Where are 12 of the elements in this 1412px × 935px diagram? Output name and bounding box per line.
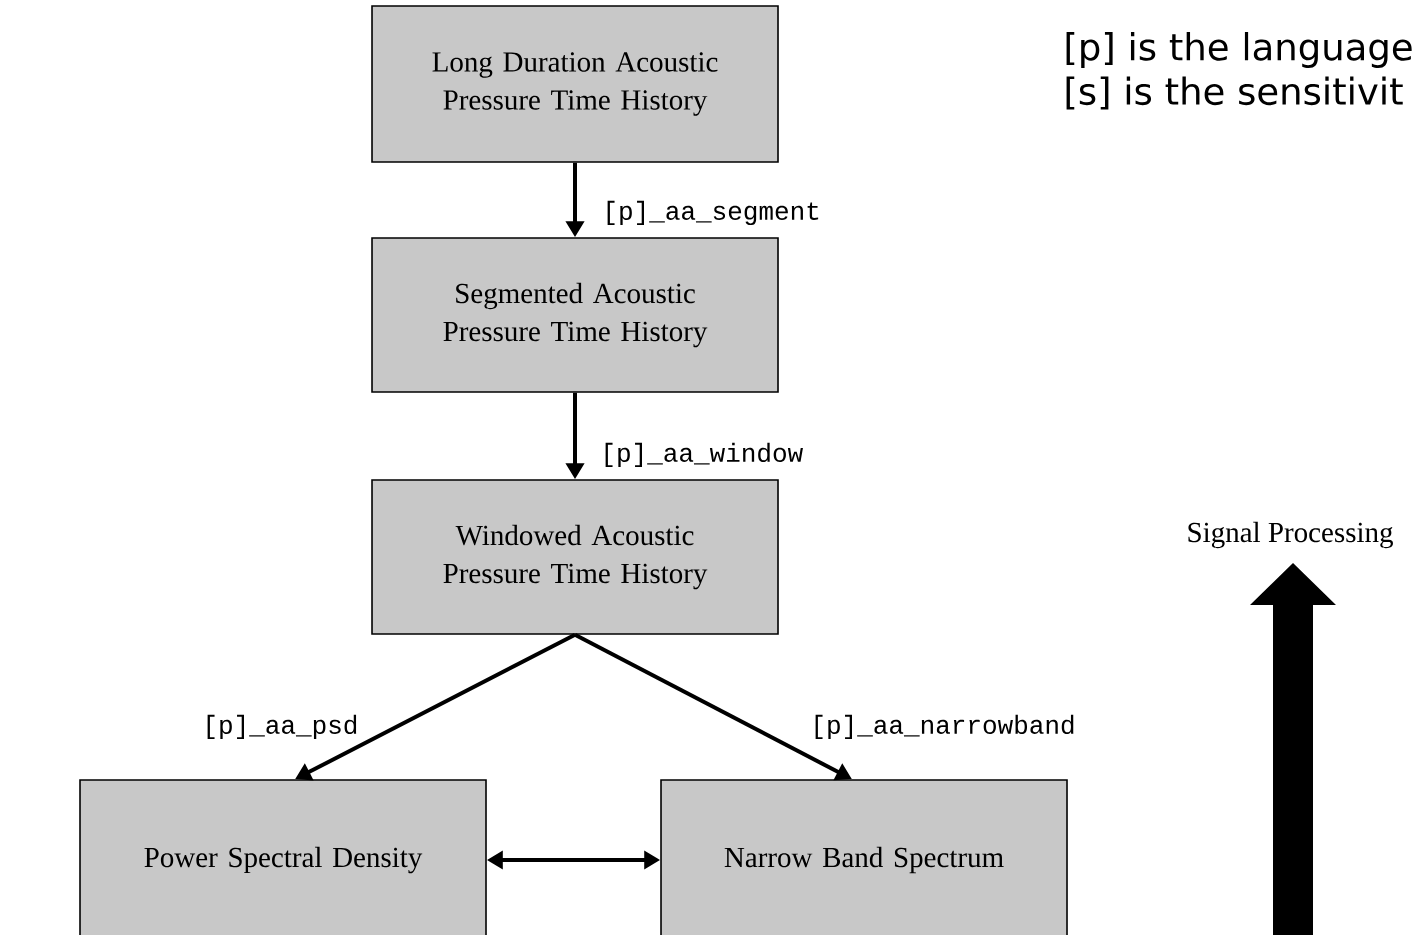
process-box: Windowed Acoustic Pressure Time History: [371, 479, 779, 635]
edge-label: [p]_aa_psd: [207, 714, 357, 740]
process-box: Segmented Acoustic Pressure Time History: [371, 237, 779, 393]
process-box: Long Duration Acoustic Pressure Time History: [371, 5, 779, 163]
process-box: Narrow Band Spectrum: [660, 779, 1068, 935]
process-box: Power Spectral Density: [79, 779, 487, 935]
axis-label: Signal Processing: [1188, 521, 1393, 549]
edge-label: [p]_aa_narrowband: [815, 714, 1074, 740]
edge-label: [p]_aa_segment: [607, 200, 819, 226]
note-text: [p] is the language: [1066, 32, 1412, 68]
note-text: [s] is the sensitivit: [1066, 76, 1403, 110]
edge-label: [p]_aa_window: [605, 442, 803, 468]
